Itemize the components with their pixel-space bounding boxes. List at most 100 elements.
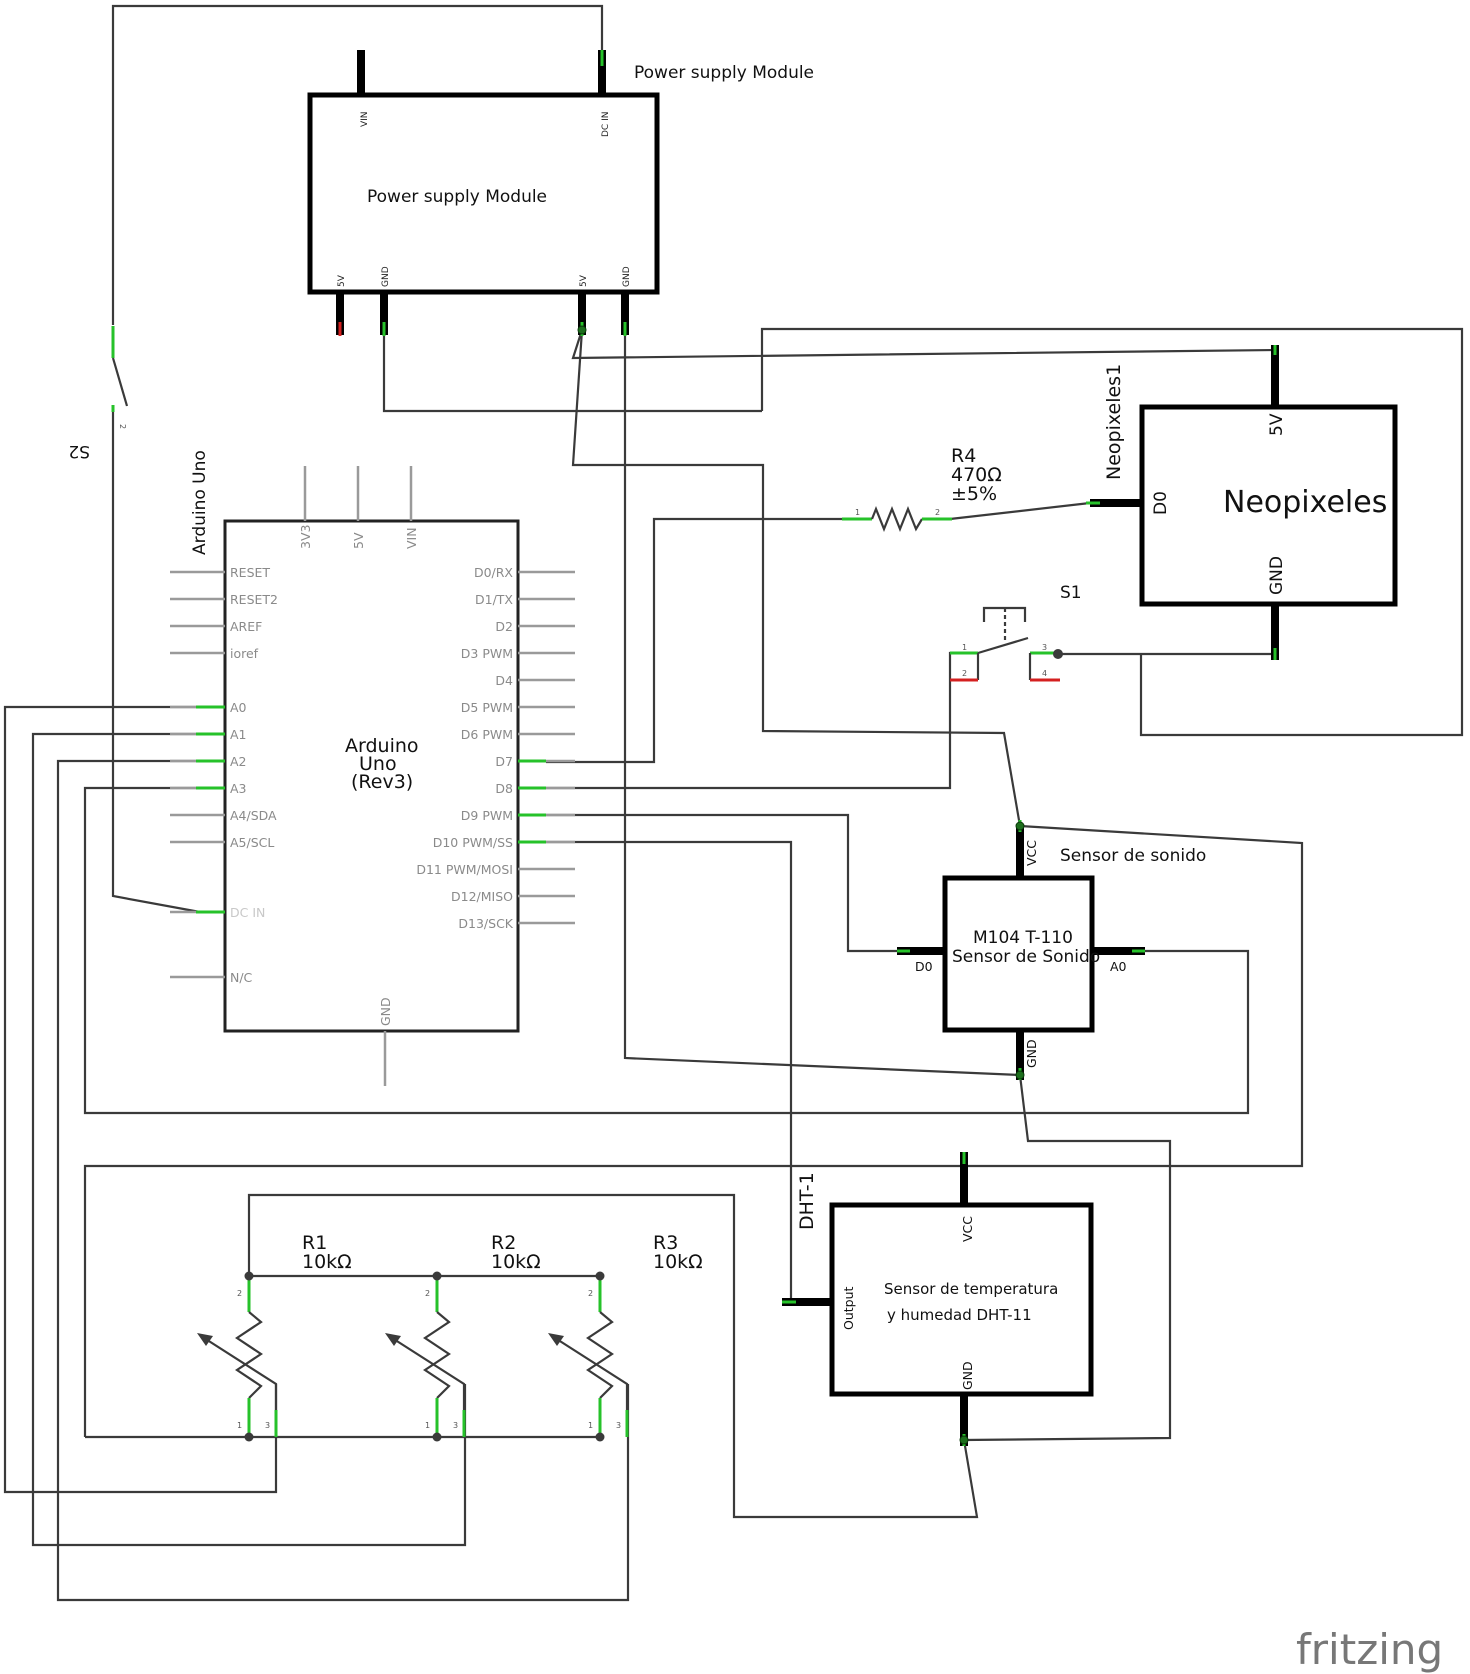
wire-r4-d0: [949, 501, 1091, 521]
pm-body: [307, 92, 660, 295]
wire-s2-dcin-top: [111, 4, 604, 325]
arduino-left-pin-label: A1: [230, 727, 247, 742]
s2-pin-number: 2: [118, 424, 127, 429]
arduino-left-pin-label: A0: [230, 700, 247, 715]
arduino-body: [223, 519, 520, 1033]
arduino-left-pin-label: RESET2: [230, 592, 278, 607]
sound-d0-label: D0: [915, 959, 933, 974]
arduino-left-pin-label: A5/SCL: [230, 835, 274, 850]
pot-name: R2: [491, 1232, 516, 1254]
wire-pot-bottom-left: [83, 1164, 964, 1437]
arduino-left-pin-label: DC IN: [230, 905, 265, 920]
pot-pin2-number: 2: [588, 1289, 593, 1298]
pot-arrow-icon: [548, 1333, 564, 1346]
neo-d0-label: D0: [1151, 491, 1171, 515]
pm-gnd-right-label: GND: [622, 266, 632, 287]
pot-pin1-number: 1: [588, 1421, 593, 1430]
sound-line1: M104 T-110: [973, 928, 1073, 948]
sound-a0-label: A0: [1110, 959, 1127, 974]
resistor-r4: 1 2 R4 470Ω ±5%: [842, 445, 1002, 532]
arduino-top-pins: 3V3 5V VIN: [298, 466, 419, 549]
s1-pin4-number: 4: [1042, 669, 1047, 678]
neo-body: [1139, 404, 1398, 607]
pot-pin1-number: 1: [237, 1421, 242, 1430]
arduino-left-pins: RESETRESET2AREFiorefA0A1A2A3A4/SDAA5/SCL…: [170, 565, 278, 985]
pot-top-node: [244, 1271, 254, 1281]
arduino-right-pin-label: D2: [495, 619, 513, 634]
wire-pm-gnd-right: [623, 330, 1172, 1442]
pot-arrow-icon: [197, 1333, 213, 1346]
wire-a2-r3: [56, 759, 630, 1602]
pot-pin1-number: 1: [425, 1421, 430, 1430]
arduino-top-pin-label: VIN: [404, 527, 419, 549]
arduino-part-label: Arduino Uno: [190, 450, 210, 555]
sound-gnd-label: GND: [1024, 1039, 1039, 1068]
arduino-left-pin-label: A3: [230, 781, 247, 796]
arduino-name-line1: Arduino: [345, 735, 419, 757]
s1-contact: [977, 636, 1029, 655]
pot-name: R1: [302, 1232, 327, 1254]
wire-d7-r4: [546, 517, 850, 764]
r4-pin1-number: 1: [855, 508, 860, 517]
wire-pm-5v-vcc: [571, 329, 1022, 827]
pm-5v-right-label: 5V: [579, 274, 589, 287]
pm-5v-junction: [577, 325, 587, 335]
arduino-top-pin-label: 3V3: [298, 525, 313, 549]
neo-gnd-label: GND: [1267, 556, 1287, 595]
pot-arrow-icon: [385, 1333, 401, 1346]
pot-value: 10kΩ: [302, 1251, 352, 1273]
sound-gnd-junction: [1015, 1070, 1025, 1080]
s2-lever: [111, 357, 129, 407]
neo-5v-label: 5V: [1267, 413, 1287, 436]
arduino-right-pin-label: D7: [495, 754, 513, 769]
dht-line1: Sensor de temperatura: [884, 1280, 1058, 1298]
pot-pin3-number: 3: [265, 1421, 270, 1430]
wire-neo-gnd-loop: [760, 327, 1464, 737]
pot-pin2-number: 2: [425, 1289, 430, 1298]
arduino-name-line2: Uno: [359, 753, 397, 775]
pm-dcin-label: DC IN: [601, 112, 611, 137]
pm-inside-label: Power supply Module: [367, 187, 547, 207]
pot-top-node: [595, 1271, 605, 1281]
arduino-right-pin-label: D1/TX: [475, 592, 513, 607]
pot-pin3-number: 3: [453, 1421, 458, 1430]
s2-label: S2: [68, 441, 90, 461]
arduino-top-pin-label: 5V: [351, 532, 366, 549]
arduino-right-pin-label: D8: [495, 781, 513, 796]
arduino-right-pin-label: D3 PWM: [461, 646, 513, 661]
wire-sound-a0-a3: [83, 786, 1250, 1115]
pm-5v-left-label: 5V: [337, 274, 347, 287]
arduino-gnd-label: GND: [378, 997, 393, 1026]
wire-pm-gnd-left: [382, 330, 762, 413]
wire-vcc-dht: [964, 824, 1304, 1168]
s1-pin3-number: 3: [1042, 643, 1047, 652]
neopixel-module: Neopixeles1 Neopixeles 5V D0 GND: [1086, 345, 1398, 660]
arduino-right-pin-label: D4: [495, 673, 513, 688]
sound-sensor: Sensor de sonido M104 T-110 Sensor de So…: [897, 820, 1206, 1080]
r4-pin2-number: 2: [935, 508, 940, 517]
arduino-right-pin-label: D6 PWM: [461, 727, 513, 742]
pm-gnd-left-label: GND: [381, 266, 391, 287]
pot-top-node: [432, 1271, 442, 1281]
dht11-sensor: DHT-1 VCC Output GND Sensor de temperatu…: [782, 1152, 1094, 1446]
pot-bottom-node: [244, 1432, 254, 1442]
fritzing-logo: fritzing: [1296, 1625, 1443, 1674]
r4-tolerance: ±5%: [951, 483, 997, 505]
wire-d9-sound: [546, 813, 905, 953]
r4-name: R4: [951, 445, 976, 467]
dht-line2: y humedad DHT-11: [887, 1306, 1032, 1324]
neopixel-part-label: Neopixeles1: [1103, 364, 1125, 480]
switch-s2: 2 S2: [68, 326, 129, 461]
arduino-left-pin-label: N/C: [230, 970, 253, 985]
sound-vcc-junction: [1015, 821, 1025, 831]
wires: [3, 4, 1464, 1602]
wire-s2-arduino-dcin: [111, 410, 201, 914]
dht-part-label: DHT-1: [796, 1172, 818, 1230]
wire-a1-r2: [31, 732, 467, 1547]
dht-gnd-label: GND: [960, 1361, 975, 1390]
arduino-right-pin-label: D10 PWM/SS: [433, 835, 513, 850]
arduino-left-pin-label: AREF: [230, 619, 262, 634]
